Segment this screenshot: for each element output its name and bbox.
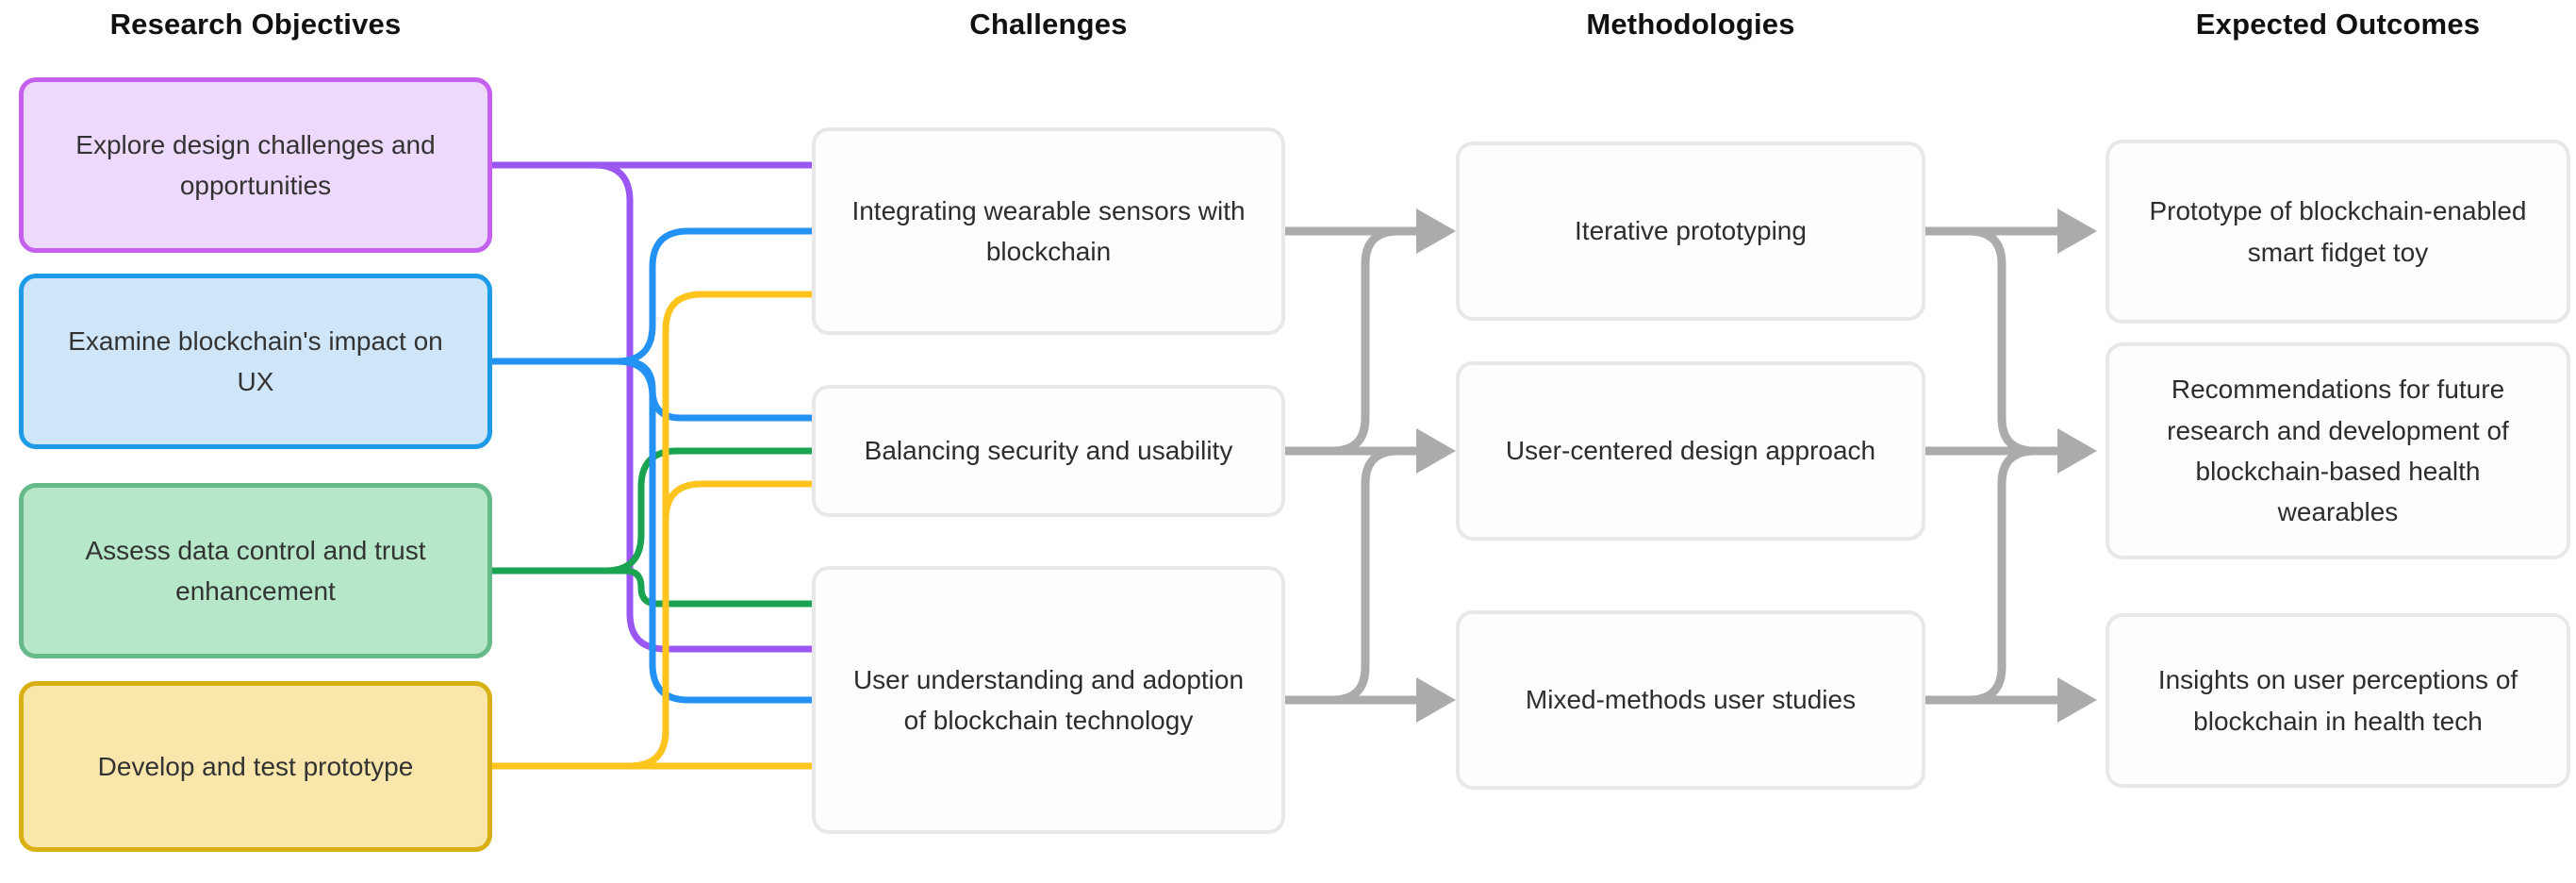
column-header-challenges: Challenges (969, 8, 1128, 41)
node-label: Balancing security and usability (864, 436, 1233, 466)
methodologie-node-2: User-centered design approach (1456, 361, 1925, 541)
edge-c3-m2 (1285, 446, 1420, 705)
arrowhead-into-m3 (1416, 677, 1456, 723)
edge-m1-out2 (1925, 226, 2061, 456)
column-header-methodologies: Methodologies (1586, 8, 1795, 41)
challenge-node-3: User understanding and adoption of block… (812, 566, 1285, 834)
outcome-node-3: Insights on user perceptions of blockcha… (2105, 613, 2570, 788)
challenge-node-1: Integrating wearable sensors with blockc… (812, 127, 1285, 335)
outcome-node-2: Recommendations for future research and … (2105, 342, 2570, 559)
node-label: User-centered design approach (1505, 436, 1876, 466)
methodologie-node-1: Iterative prototyping (1456, 142, 1925, 321)
objective-node-1: Explore design challenges and opportunit… (19, 77, 492, 253)
node-label: Develop and test prototype (97, 751, 414, 781)
column-header-expected-outcomes: Expected Outcomes (2195, 8, 2481, 41)
node-label: Insights on user perceptions of blockcha… (2157, 665, 2518, 736)
edge-obj2-c3 (492, 358, 812, 704)
node-label: User understanding and adoption of block… (852, 664, 1245, 735)
edge-m3-out2 (1925, 446, 2061, 705)
column-header-research-objectives: Research Objectives (109, 8, 402, 41)
node-label: Integrating wearable sensors with blockc… (851, 195, 1246, 266)
objective-node-2: Examine blockchain's impact on UX (19, 274, 492, 449)
arrowhead-into-m2 (1416, 428, 1456, 474)
node-label: Examine blockchain's impact on UX (68, 325, 443, 396)
arrowhead-into-m1 (1416, 208, 1456, 254)
node-label: Assess data control and trust enhancemen… (85, 535, 426, 606)
node-label: Explore design challenges and opportunit… (75, 129, 436, 200)
objective-node-4: Develop and test prototype (19, 681, 492, 852)
edge-c2-m1 (1285, 226, 1420, 456)
node-label: Mixed-methods user studies (1525, 685, 1857, 715)
arrowhead-into-out1 (2057, 208, 2097, 254)
outcome-node-1: Prototype of blockchain-enabled smart fi… (2105, 140, 2570, 324)
challenge-node-2: Balancing security and usability (812, 385, 1285, 517)
node-label: Prototype of blockchain-enabled smart fi… (2149, 196, 2527, 267)
methodologie-node-3: Mixed-methods user studies (1456, 610, 1925, 790)
arrowhead-into-out2 (2057, 428, 2097, 474)
objective-node-3: Assess data control and trust enhancemen… (19, 483, 492, 658)
arrowhead-into-out3 (2057, 677, 2097, 723)
node-label: Recommendations for future research and … (2167, 375, 2509, 527)
node-label: Iterative prototyping (1575, 216, 1807, 246)
